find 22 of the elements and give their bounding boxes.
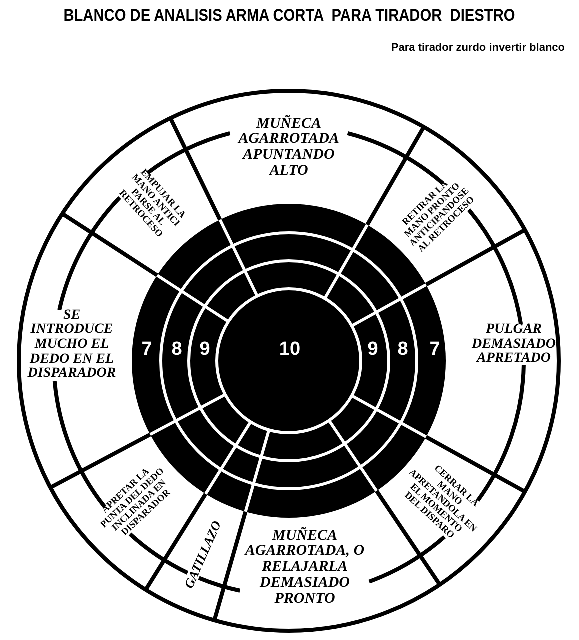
score-number: 9 — [368, 339, 378, 361]
connector-arc — [52, 381, 107, 508]
connector-arc — [467, 208, 524, 325]
score-number: 7 — [142, 339, 152, 361]
fault-label: SE INTRODUCE MUCHO EL DEDO EN EL DISPARADOR — [22, 308, 122, 382]
connector-arc — [128, 532, 189, 575]
fault-label: MUÑECA AGARROTADA APUNTANDO ALTO — [229, 116, 349, 180]
score-number: 7 — [430, 339, 440, 361]
caption: Para tirador zurdo invertir blanco — [391, 42, 565, 54]
score-number: 8 — [172, 339, 182, 361]
score-number: 9 — [200, 339, 210, 361]
fault-label: MUÑECA AGARROTADA, O RELAJARLA DEMASIADO PRONTO — [240, 528, 370, 608]
connector-arc — [476, 364, 526, 502]
connector-arc — [368, 535, 446, 584]
connector-arc — [146, 132, 231, 175]
connector-arc — [198, 576, 241, 593]
score-number: 10 — [279, 339, 301, 361]
fault-label: PULGAR DEMASIADO APRETADO — [466, 323, 562, 368]
score-number: 8 — [398, 339, 408, 361]
title: BLANCO DE ANALISIS ARMA CORTA PARA TIRADOR DIESTRO — [62, 6, 516, 26]
connector-arc — [347, 132, 444, 186]
connector-arc — [58, 196, 122, 311]
